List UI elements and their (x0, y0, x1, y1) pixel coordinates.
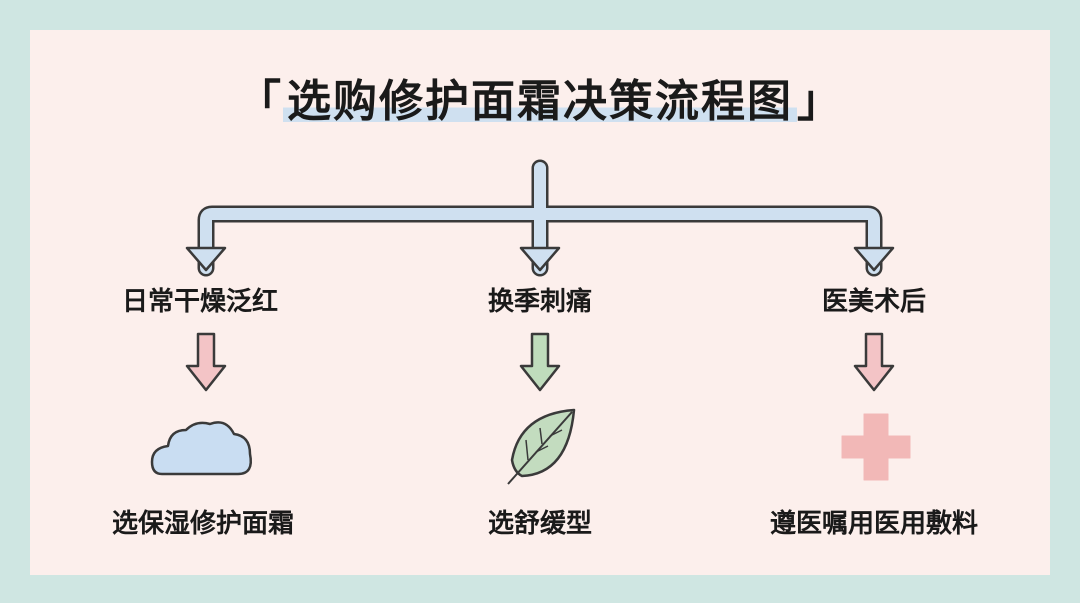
down-arrow-dry-redness (185, 332, 227, 392)
condition-label-dry-redness: 日常干燥泛红 (121, 287, 279, 317)
condition-label-post-aesthetic: 医美术后 (821, 287, 927, 317)
connector-arrowhead-right (853, 246, 895, 272)
condition-label-seasonal-sting: 换季刺痛 (487, 287, 593, 317)
cloud-icon (150, 421, 252, 476)
recommendation-soothing: 选舒缓型 (487, 509, 593, 539)
recommendation-moisturizing-cream: 选保湿修护面霜 (111, 509, 295, 539)
connector-arrowhead-left (185, 246, 227, 272)
leaf-icon (507, 408, 576, 485)
title-open-bracket: 「 (237, 76, 283, 127)
title-text: 选购修护面霜决策流程图 (283, 76, 797, 127)
recommendation-medical-dressing: 遵医嘱用医用敷料 (769, 509, 979, 539)
down-arrow-post-aesthetic (853, 332, 895, 392)
title-close-bracket: 」 (797, 76, 843, 127)
medical-cross-icon (841, 413, 911, 481)
connector-arrowhead-middle (519, 246, 561, 272)
diagram-title: 「选购修护面霜决策流程图」 (0, 72, 1080, 132)
down-arrow-seasonal-sting (519, 332, 561, 392)
